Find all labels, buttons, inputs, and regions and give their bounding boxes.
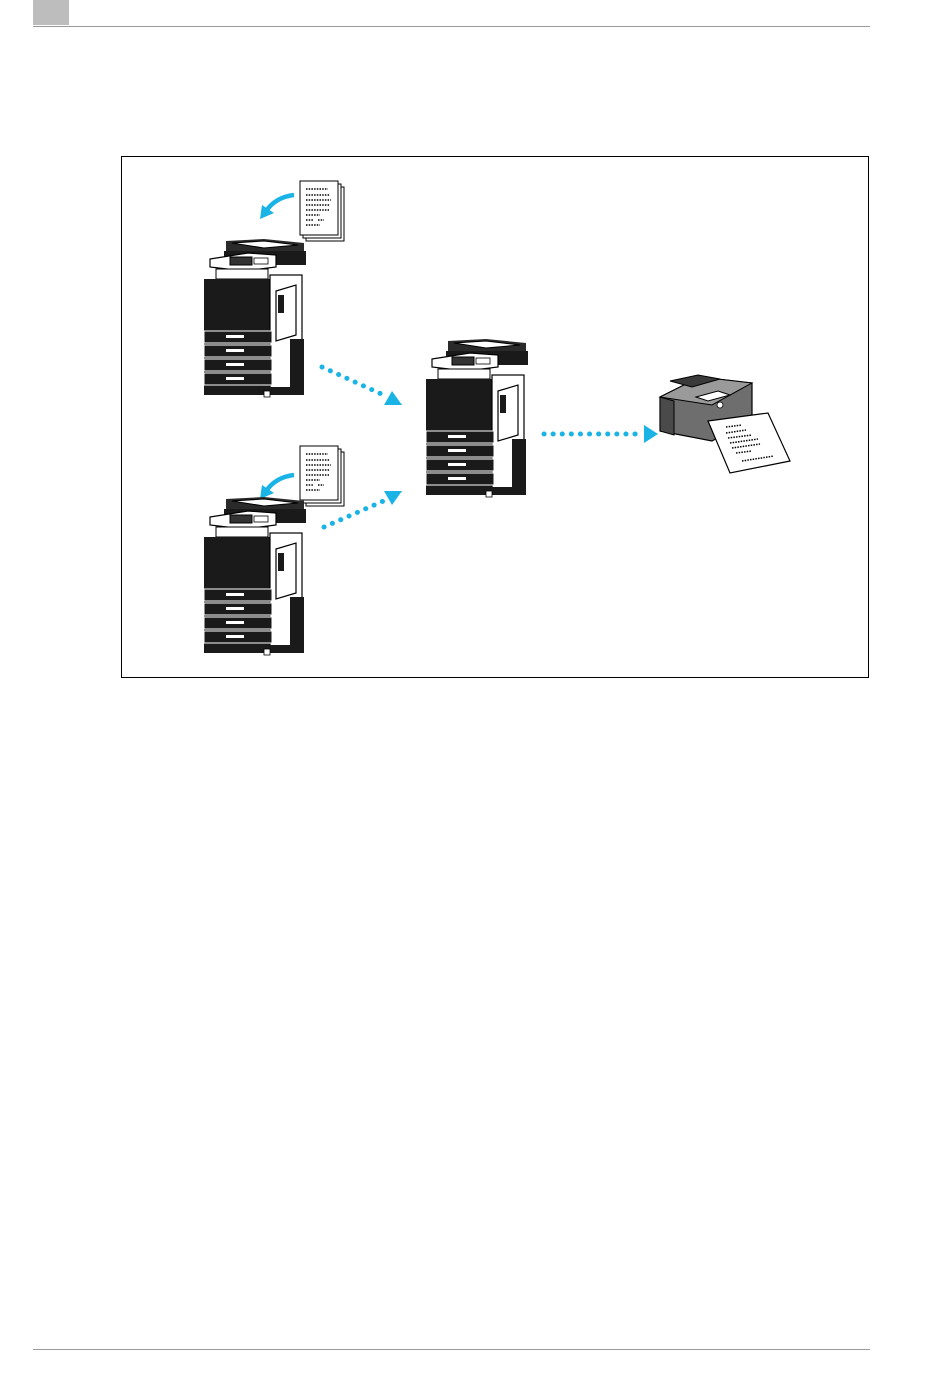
original-document-top-icon <box>300 181 344 241</box>
source-copier-top-icon <box>204 239 306 397</box>
feed-arrow-top-icon <box>260 195 294 219</box>
header-tab <box>33 0 69 25</box>
original-document-bottom-icon <box>300 446 344 506</box>
dotted-arrow-relay-to-fax <box>544 425 658 443</box>
source-copier-bottom-icon <box>204 497 306 655</box>
footer-rule <box>33 1349 870 1350</box>
feed-arrow-bottom-icon <box>260 475 294 499</box>
fax-machine-icon <box>660 375 790 473</box>
relay-copier-icon <box>426 339 528 497</box>
relay-transmission-figure <box>121 156 869 678</box>
header-rule <box>33 26 870 27</box>
dotted-arrow-top-to-relay <box>322 367 402 405</box>
